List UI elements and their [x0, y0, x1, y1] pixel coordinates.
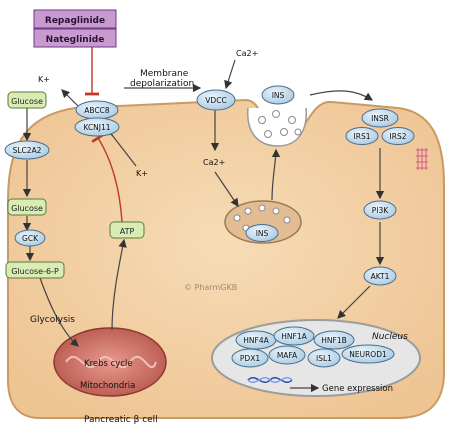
- k-plus-label-outer: K+: [38, 75, 50, 84]
- storage-vesicle: [224, 200, 302, 244]
- node-label: INSR: [371, 114, 389, 123]
- node-label: HNF4A: [243, 336, 269, 345]
- drug-label-nateglinide: Nateglinide: [46, 35, 105, 45]
- node-label: GCK: [22, 234, 39, 243]
- krebs-label: Krebs cycle: [84, 359, 133, 369]
- node-label: ISL1: [316, 354, 332, 363]
- node-label: VDCC: [205, 96, 226, 105]
- node-ins-vesicle: INS: [245, 224, 279, 242]
- dna-helix-strand: [247, 377, 293, 383]
- node-hnf1a: HNF1A: [273, 326, 315, 346]
- node-abcc8: ABCC8: [75, 100, 119, 120]
- node-label: IRS2: [390, 132, 407, 141]
- node-label: ATP: [120, 227, 135, 236]
- vesicle-granules: [258, 110, 302, 138]
- mitochondria-label: Mitochondria: [80, 381, 135, 391]
- node-atp: ATP: [109, 221, 145, 239]
- node-label: HNF1B: [321, 336, 346, 345]
- depolarization-label: depolarization: [130, 79, 194, 89]
- drug-label-repaglinide: Repaglinide: [45, 16, 105, 26]
- node-vdcc: VDCC: [196, 89, 236, 111]
- node-hnf4a: HNF4A: [235, 330, 277, 350]
- ca2-label-inner: Ca2+: [203, 158, 225, 167]
- gene-expression-label: Gene expression: [322, 384, 393, 394]
- drug-box-nateglinide: Nateglinide: [33, 28, 117, 48]
- node-label: Glucose: [11, 204, 43, 213]
- mitochondrion-cristae: [65, 355, 157, 369]
- node-pi3k: PI3K: [363, 200, 397, 220]
- node-isl1: ISL1: [307, 348, 341, 368]
- node-label: ABCC8: [84, 106, 110, 115]
- membrane-label: Membrane: [140, 69, 189, 79]
- node-glucose-in: Glucose: [7, 198, 47, 216]
- node-akt1: AKT1: [363, 266, 397, 286]
- watermark: © PharmGKB: [184, 283, 237, 292]
- node-label: KCNJ11: [83, 123, 110, 132]
- node-label: INS: [256, 229, 269, 238]
- cell-label: Pancreatic β cell: [84, 415, 158, 425]
- node-pdx1: PDX1: [231, 348, 269, 368]
- drug-box-repaglinide: Repaglinide: [33, 9, 117, 29]
- node-mafa: MAFA: [268, 345, 306, 365]
- receptor-hatch: [416, 148, 428, 170]
- node-label: NEUROD1: [349, 350, 387, 359]
- node-neurod1: NEUROD1: [341, 344, 395, 364]
- inhibition-lines: [85, 45, 123, 223]
- storage-granules: [233, 204, 291, 232]
- pathway-arrows: [22, 59, 385, 393]
- node-ins-secreted: INS: [261, 85, 295, 105]
- nucleus-label: Nucleus: [372, 332, 408, 342]
- node-hnf1b: HNF1B: [313, 330, 355, 350]
- node-glucose6p: Glucose-6-P: [5, 261, 65, 279]
- node-glucose-out: Glucose: [7, 91, 47, 109]
- node-slc2a2: SLC2A2: [4, 140, 50, 160]
- node-kcnj11: KCNJ11: [74, 117, 120, 137]
- node-label: MAFA: [277, 351, 298, 360]
- node-insr: INSR: [361, 108, 399, 128]
- k-plus-label-inner: K+: [136, 169, 148, 178]
- mitochondrion: [53, 327, 167, 397]
- ca2-label-outer: Ca2+: [236, 49, 258, 58]
- node-label: PDX1: [240, 354, 260, 363]
- node-label: AKT1: [371, 272, 390, 281]
- node-irs2: IRS2: [381, 127, 415, 145]
- node-gck: GCK: [14, 229, 46, 247]
- node-irs1: IRS1: [345, 127, 379, 145]
- node-label: INS: [272, 91, 285, 100]
- node-label: Glucose-6-P: [11, 267, 59, 276]
- node-label: SLC2A2: [13, 146, 42, 155]
- node-label: PI3K: [372, 206, 390, 215]
- node-label: Glucose: [11, 97, 43, 106]
- node-label: HNF1A: [281, 332, 307, 341]
- node-label: IRS1: [354, 132, 371, 141]
- glycolysis-label: Glycolysis: [30, 315, 75, 325]
